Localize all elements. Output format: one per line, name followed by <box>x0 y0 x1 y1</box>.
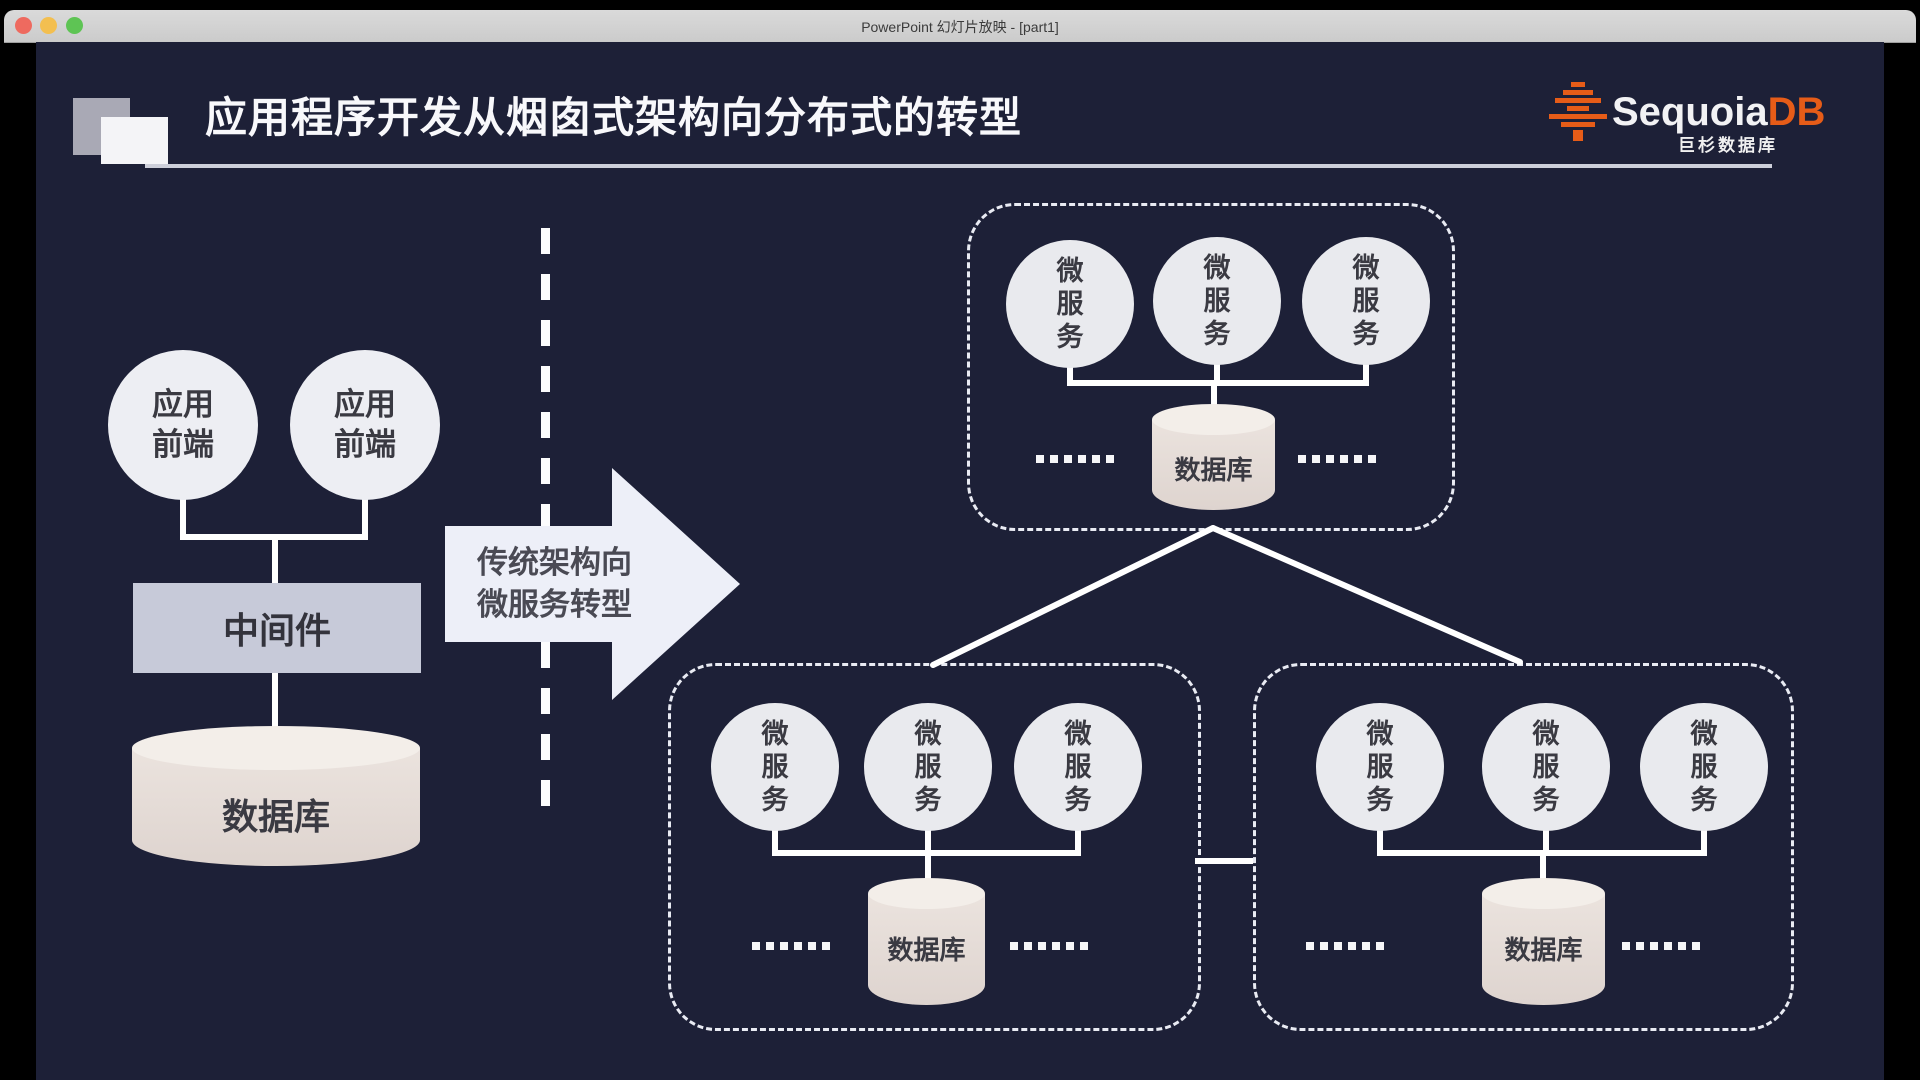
frontend-label: 前端 <box>334 427 396 462</box>
database-cylinder: 数据库 <box>1152 404 1275 510</box>
frontend-label: 应用 <box>334 387 396 422</box>
connector-line <box>925 850 931 884</box>
decorative-square-front <box>101 117 168 164</box>
title-underline <box>145 164 1772 168</box>
zoom-button[interactable] <box>66 17 83 34</box>
minimize-button[interactable] <box>40 17 57 34</box>
dashed-divider-line <box>541 228 550 820</box>
microservice-group-bottom-right <box>1253 663 1794 1031</box>
database-cylinder: 数据库 <box>868 878 985 1005</box>
database-label: 数据库 <box>887 935 966 965</box>
ellipsis-dots <box>1622 942 1700 950</box>
cylinder-body <box>1482 894 1605 1005</box>
frontend-circle-2: 应用 前端 <box>290 350 440 500</box>
frontend-circle-1: 应用 前端 <box>108 350 258 500</box>
microservice-circle: 微服务 <box>1316 703 1444 831</box>
tree-connector-lines <box>930 525 1523 668</box>
cylinder-top <box>1482 878 1605 909</box>
cylinder-top <box>868 878 985 909</box>
microservice-circle: 微服务 <box>1640 703 1768 831</box>
ellipsis-dots <box>1010 942 1088 950</box>
connector-line <box>272 534 278 587</box>
connector-line <box>1211 380 1217 412</box>
microservice-circle: 微服务 <box>1006 240 1134 368</box>
microservice-circle: 微服务 <box>1302 237 1430 365</box>
connector-line <box>272 671 278 731</box>
connector-line <box>1540 850 1546 884</box>
sequoiadb-brand: SequoiaDB <box>1612 90 1825 135</box>
window-title: PowerPoint 幻灯片放映 - [part1] <box>861 19 1059 35</box>
sequoiadb-logo-icon <box>1547 82 1609 144</box>
frontend-label: 应用 <box>152 387 214 422</box>
database-label: 数据库 <box>1174 455 1253 485</box>
group-link-line <box>1195 858 1253 864</box>
frontend-label: 前端 <box>152 427 214 462</box>
cylinder-body <box>868 894 985 1005</box>
microservice-circle: 微服务 <box>1153 237 1281 365</box>
database-label: 数据库 <box>221 796 330 837</box>
database-label: 数据库 <box>1504 935 1583 965</box>
cylinder-body <box>1152 420 1275 510</box>
microservice-circle: 微服务 <box>1014 703 1142 831</box>
cylinder-top <box>132 726 420 770</box>
connector-line <box>362 495 368 540</box>
logo-subtitle: 巨杉数据库 <box>1678 136 1778 155</box>
close-button[interactable] <box>15 17 32 34</box>
brand-db: DB <box>1767 90 1826 134</box>
ellipsis-dots <box>1306 942 1384 950</box>
connector-line <box>180 495 186 540</box>
window-title-bar[interactable]: PowerPoint 幻灯片放映 - [part1] <box>4 10 1916 43</box>
silo-database-cylinder: 数据库 <box>132 726 420 866</box>
arrow-label: 传统架构向 微服务转型 <box>477 545 632 622</box>
connector-line <box>1067 380 1369 386</box>
microservice-circle: 微服务 <box>1482 703 1610 831</box>
database-cylinder: 数据库 <box>1482 878 1605 1005</box>
ellipsis-dots <box>1036 455 1114 463</box>
ellipsis-dots <box>752 942 830 950</box>
cylinder-top <box>1152 404 1275 435</box>
middleware-box: 中间件 <box>133 583 421 673</box>
microservice-circle: 微服务 <box>711 703 839 831</box>
page-title: 应用程序开发从烟囱式架构向分布式的转型 <box>205 94 1023 141</box>
microservice-circle: 微服务 <box>864 703 992 831</box>
brand-sequoia: Sequoia <box>1612 90 1768 134</box>
ellipsis-dots <box>1298 455 1376 463</box>
